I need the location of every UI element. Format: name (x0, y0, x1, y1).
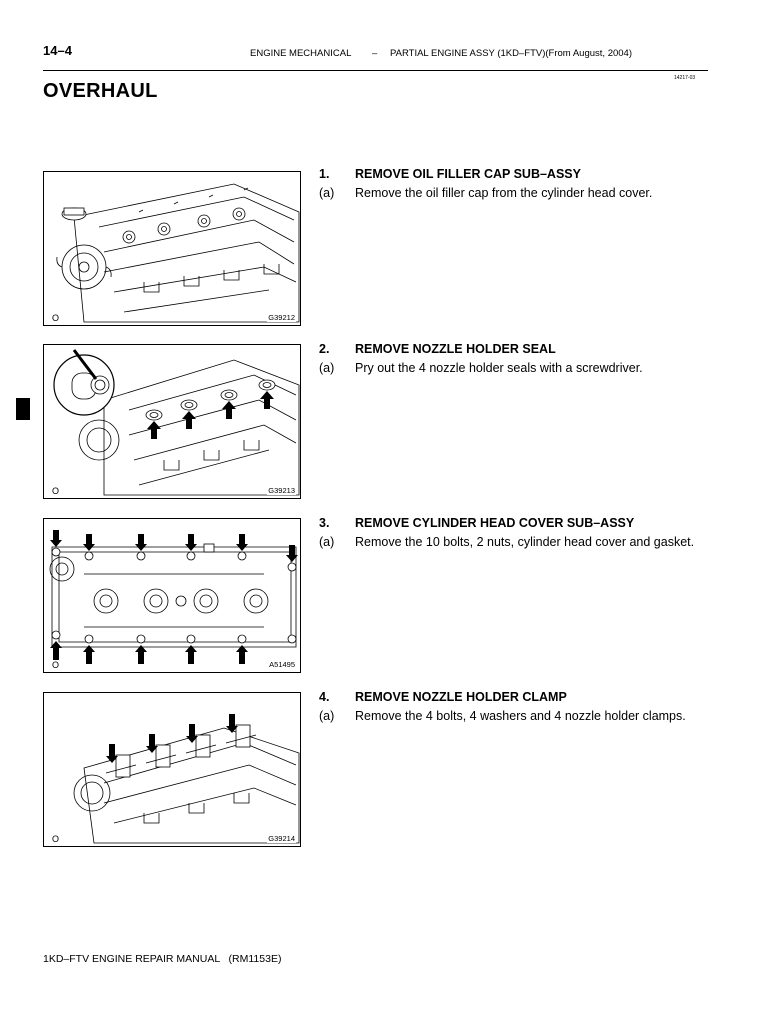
step-1: 1. REMOVE OIL FILLER CAP SUB–ASSY (a) Re… (319, 166, 711, 202)
figure-mark: O (52, 834, 60, 844)
figure-code: A51495 (268, 660, 296, 669)
step-heading: 1. REMOVE OIL FILLER CAP SUB–ASSY (319, 166, 711, 184)
step-title: REMOVE NOZZLE HOLDER SEAL (355, 342, 556, 356)
step-heading: 3. REMOVE CYLINDER HEAD COVER SUB–ASSY (319, 515, 711, 533)
figure-mark: O (52, 313, 60, 323)
step-substep: (a) Remove the oil filler cap from the c… (319, 185, 711, 203)
figure-mark: O (52, 660, 60, 670)
section-tab-marker (16, 398, 30, 420)
engine-illustration-4 (73, 714, 300, 844)
figure-nozzle-holder-seal: O G39213 (43, 344, 301, 499)
figure-cylinder-head-cover: O A51495 (43, 518, 301, 673)
step-4: 4. REMOVE NOZZLE HOLDER CLAMP (a) Remove… (319, 689, 711, 725)
figure-code: G39212 (267, 313, 296, 322)
substep-letter: (a) (319, 708, 335, 723)
figure-mark: O (52, 486, 60, 496)
substep-letter: (a) (319, 534, 335, 549)
step-substep: (a) Remove the 4 bolts, 4 washers and 4 … (319, 708, 711, 726)
step-title: REMOVE OIL FILLER CAP SUB–ASSY (355, 167, 581, 181)
step-number: 1. (319, 167, 330, 181)
step-substep: (a) Remove the 10 bolts, 2 nuts, cylinde… (319, 534, 711, 552)
engine-illustration-1 (56, 183, 300, 323)
substep-text: Remove the 10 bolts, 2 nuts, cylinder he… (355, 534, 695, 549)
figure-code: G39213 (267, 486, 296, 495)
header-separator: – (372, 48, 378, 59)
header-section: ENGINE MECHANICAL (250, 48, 352, 59)
figure-nozzle-holder-clamp: O G39214 (43, 692, 301, 847)
substep-text: Remove the oil filler cap from the cylin… (355, 185, 653, 200)
figure-oil-filler-cap: O G39212 (43, 171, 301, 326)
figure-code: G39214 (267, 834, 296, 843)
header-title: PARTIAL ENGINE ASSY (1KD–FTV)(From Augus… (390, 48, 632, 59)
substep-letter: (a) (319, 360, 335, 375)
step-number: 3. (319, 516, 330, 530)
head-cover-illustration (49, 530, 298, 664)
step-heading: 2. REMOVE NOZZLE HOLDER SEAL (319, 341, 711, 359)
step-2: 2. REMOVE NOZZLE HOLDER SEAL (a) Pry out… (319, 341, 711, 377)
header-code: 14217-03 (674, 75, 696, 81)
header-rule (43, 70, 708, 71)
step-number: 2. (319, 342, 330, 356)
step-title: REMOVE NOZZLE HOLDER CLAMP (355, 690, 567, 704)
footer: 1KD–FTV ENGINE REPAIR MANUAL (RM1153E) (43, 953, 282, 965)
step-number: 4. (319, 690, 330, 704)
page-number: 14–4 (43, 43, 72, 58)
step-3: 3. REMOVE CYLINDER HEAD COVER SUB–ASSY (… (319, 515, 711, 551)
engine-illustration-2 (53, 349, 300, 496)
substep-letter: (a) (319, 185, 335, 200)
step-title: REMOVE CYLINDER HEAD COVER SUB–ASSY (355, 516, 635, 530)
substep-text: Remove the 4 bolts, 4 washers and 4 nozz… (355, 708, 686, 723)
step-heading: 4. REMOVE NOZZLE HOLDER CLAMP (319, 689, 711, 707)
page-title: OVERHAUL (43, 80, 158, 102)
substep-text: Pry out the 4 nozzle holder seals with a… (355, 360, 643, 375)
step-substep: (a) Pry out the 4 nozzle holder seals wi… (319, 360, 711, 378)
